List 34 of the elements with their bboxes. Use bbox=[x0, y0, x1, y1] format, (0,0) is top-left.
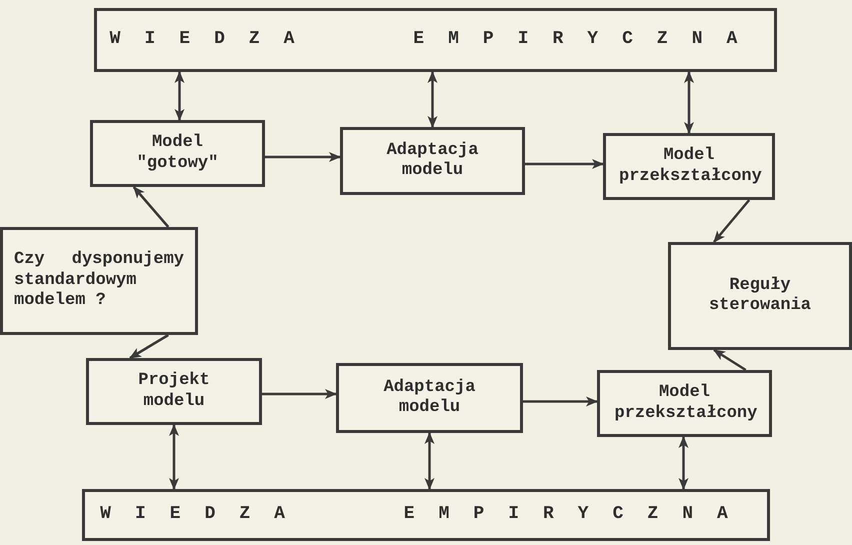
box-label: WIEDZA EMPIRYCZNA bbox=[110, 29, 762, 51]
arrow bbox=[523, 396, 598, 406]
knowledge-band bbox=[82, 489, 770, 541]
arrow bbox=[169, 424, 179, 490]
box-label: Model przekształcony bbox=[614, 383, 754, 424]
box-label: Projekt modelu bbox=[137, 371, 211, 412]
box-label: Czy dysponujemy standardowym modelem ? bbox=[14, 250, 184, 312]
process-box bbox=[597, 370, 772, 437]
process-box bbox=[90, 120, 265, 187]
box-label: Model "gotowy" bbox=[136, 133, 220, 174]
arrow bbox=[428, 71, 438, 128]
arrow bbox=[132, 186, 170, 228]
knowledge-band bbox=[94, 8, 777, 72]
process-box bbox=[668, 242, 852, 350]
process-box bbox=[603, 133, 775, 200]
arrow bbox=[525, 159, 604, 169]
arrow bbox=[174, 71, 184, 121]
arrow bbox=[684, 71, 694, 134]
arrow bbox=[129, 334, 169, 360]
box-label: Reguły sterowania bbox=[708, 276, 812, 316]
box-label: WIEDZA EMPIRYCZNA bbox=[100, 504, 752, 526]
box-label: Adaptacja modelu bbox=[386, 140, 480, 182]
arrow bbox=[713, 199, 750, 243]
arrow bbox=[424, 432, 434, 490]
box-label: Model przekształcony bbox=[619, 146, 759, 187]
arrow bbox=[262, 389, 337, 399]
box-label: Adaptacja modelu bbox=[382, 378, 476, 418]
process-box bbox=[340, 127, 525, 195]
process-box bbox=[336, 363, 523, 433]
arrow bbox=[265, 152, 341, 162]
arrow bbox=[678, 436, 688, 490]
question-box bbox=[0, 227, 198, 335]
process-box bbox=[86, 358, 262, 425]
arrow bbox=[713, 348, 746, 372]
